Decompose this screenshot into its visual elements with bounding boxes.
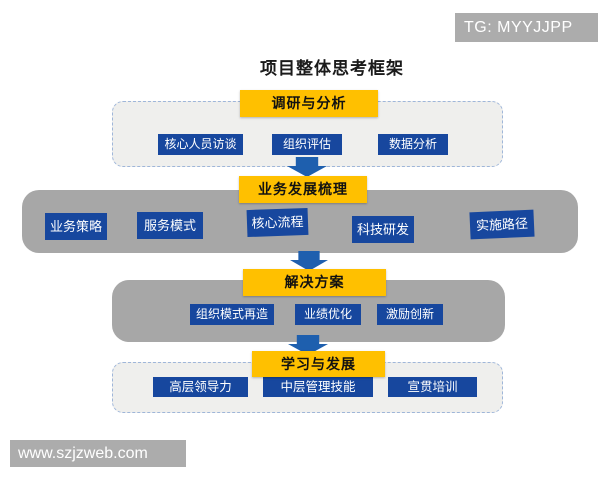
header-research-analysis: 调研与分析	[240, 90, 378, 117]
header-business-development: 业务发展梳理	[239, 176, 367, 203]
box-performance-optimization: 业绩优化	[295, 304, 361, 325]
watermark-url: www.szjzweb.com	[10, 440, 186, 467]
down-arrow-icon	[290, 251, 328, 271]
box-incentive-innovation: 激励创新	[377, 304, 443, 325]
box-org-model-redesign: 组织模式再造	[190, 304, 274, 325]
box-data-analysis: 数据分析	[378, 134, 448, 155]
page-title: 项目整体思考框架	[260, 59, 404, 78]
tg-badge: TG: MYYJJPP	[455, 13, 598, 42]
box-training-rollout: 宣贯培训	[388, 377, 477, 397]
box-service-model: 服务模式	[137, 212, 203, 239]
box-business-strategy: 业务策略	[45, 213, 107, 240]
box-tech-rd: 科技研发	[352, 216, 414, 243]
box-core-staff-interviews: 核心人员访谈	[158, 134, 243, 155]
box-core-process: 核心流程	[246, 207, 309, 238]
box-senior-leadership: 高层领导力	[153, 377, 248, 397]
header-solution: 解决方案	[243, 269, 386, 296]
box-org-assessment: 组织评估	[272, 134, 342, 155]
box-middle-mgmt-skills: 中层管理技能	[263, 377, 373, 397]
box-implementation-path: 实施路径	[469, 209, 535, 240]
header-learning-development: 学习与发展	[252, 351, 385, 377]
